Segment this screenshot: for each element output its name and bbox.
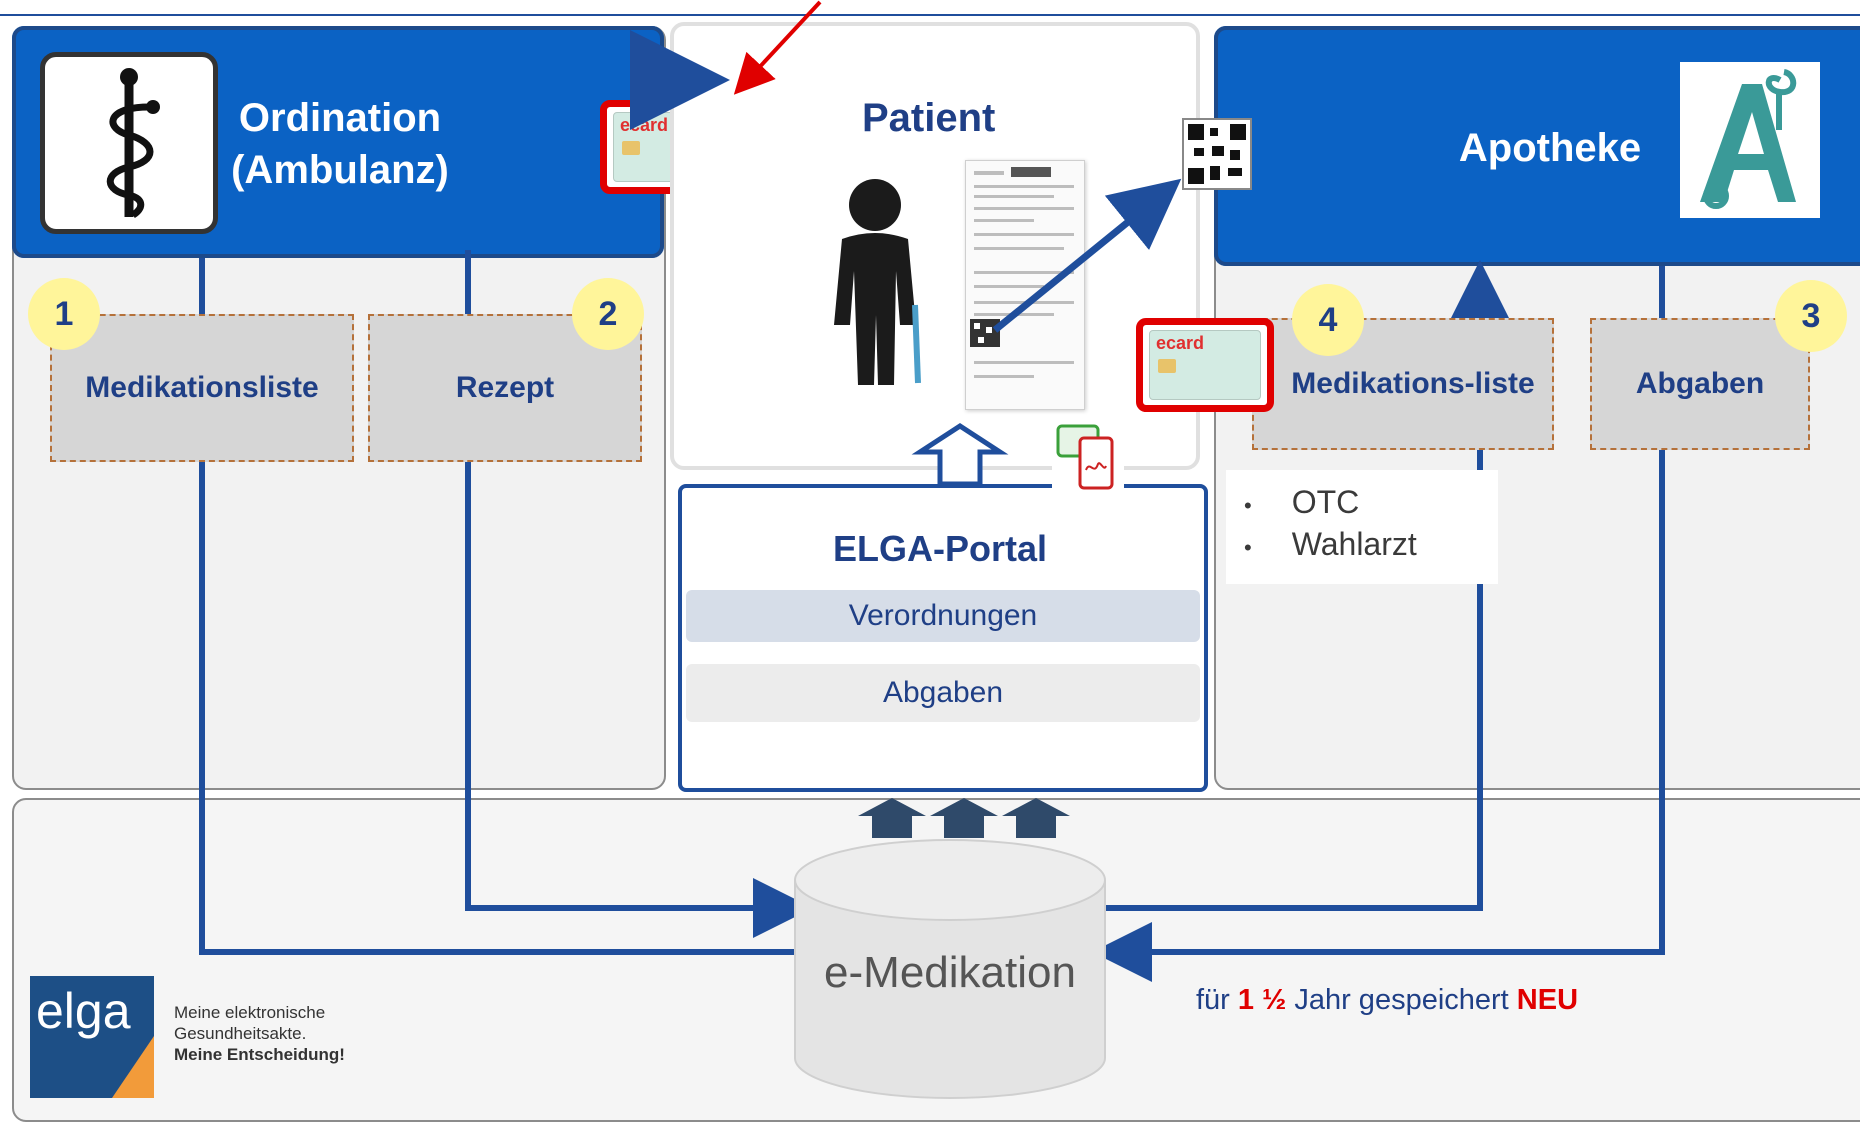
apotheke-title: Apotheke bbox=[1458, 126, 1642, 170]
otc-item-label: OTC bbox=[1291, 484, 1360, 520]
medikationsliste-right-box: Medikations-liste bbox=[1252, 318, 1554, 450]
prescription-to-pharmacy-arrow bbox=[992, 178, 1182, 333]
mobile-signature-icon bbox=[1052, 420, 1124, 496]
ecard-label-apotheke: ecard bbox=[1156, 333, 1205, 353]
medikationsliste-left-label: Medikationsliste bbox=[85, 371, 319, 404]
elga-tagline-line1: Meine elektronische bbox=[174, 1003, 326, 1022]
storage-note-middle: Jahr gespeichert bbox=[1286, 984, 1517, 1016]
elga-portal-title: ELGA-Portal bbox=[832, 528, 1047, 569]
qr-code-icon bbox=[1182, 118, 1252, 190]
rod-of-asclepius-icon bbox=[40, 52, 218, 234]
rezept-label: Rezept bbox=[455, 371, 555, 404]
step-badge-2: 2 bbox=[572, 278, 644, 350]
ecard-apotheke: ecard bbox=[1149, 330, 1261, 400]
portal-to-patient-arrow bbox=[911, 423, 1009, 487]
prescription-document-icon bbox=[965, 160, 1085, 410]
storage-note: für 1 ½ Jahr gespeichert NEU bbox=[1196, 984, 1578, 1017]
red-pointer-arrow bbox=[733, 0, 822, 95]
rezept-line bbox=[465, 458, 813, 938]
medikationsliste-right-label: Medikations-liste bbox=[1291, 367, 1535, 400]
up-arrow-1 bbox=[858, 798, 926, 838]
elderly-person-icon bbox=[820, 175, 930, 385]
e-medikation-label: e-Medikation bbox=[824, 948, 1076, 997]
otc-list-box: •OTC •Wahlarzt bbox=[1226, 470, 1498, 584]
storage-note-new: NEU bbox=[1516, 984, 1579, 1016]
portal-row-abgaben[interactable]: Abgaben bbox=[686, 664, 1200, 722]
pharmacy-A-logo bbox=[1680, 62, 1820, 218]
elga-logo-wordmark: elga bbox=[36, 983, 131, 1039]
elga-tagline-line3: Meine Entscheidung! bbox=[174, 1045, 345, 1064]
step-badge-1: 1 bbox=[28, 278, 100, 350]
storage-note-duration: 1 ½ bbox=[1237, 984, 1287, 1016]
abgaben-right-label: Abgaben bbox=[1635, 367, 1765, 400]
up-arrow-2 bbox=[930, 798, 998, 838]
ordination-title-line2: (Ambulanz) bbox=[231, 148, 449, 192]
ordination-title: Ordination (Ambulanz) bbox=[215, 92, 465, 196]
up-arrow-3 bbox=[1002, 798, 1070, 838]
step-badge-3: 3 bbox=[1775, 280, 1847, 352]
otc-list-item: •OTC bbox=[1244, 484, 1360, 520]
wahlarzt-item-label: Wahlarzt bbox=[1291, 526, 1417, 562]
step-badge-4: 4 bbox=[1292, 284, 1364, 356]
database-cylinder-icon bbox=[794, 839, 1106, 1099]
medikationsliste-left-box: Medikationsliste bbox=[50, 314, 354, 462]
storage-note-prefix: für bbox=[1196, 984, 1238, 1016]
top-rule bbox=[0, 14, 1860, 16]
ecard-chip-icon bbox=[622, 141, 640, 155]
portal-row-abgaben-label: Abgaben bbox=[882, 676, 1004, 709]
medikationsliste-line bbox=[199, 458, 795, 955]
abgaben-line bbox=[1092, 446, 1665, 982]
ecard-apotheke-frame: ecard bbox=[1136, 318, 1274, 412]
abgaben-right-box: Abgaben bbox=[1590, 318, 1810, 450]
elga-tagline-line2: Gesundheitsakte. bbox=[174, 1024, 307, 1043]
elga-tagline: Meine elektronische Gesundheitsakte. Mei… bbox=[174, 1002, 345, 1065]
wahlarzt-list-item: •Wahlarzt bbox=[1244, 526, 1417, 562]
portal-row-verordnungen-label: Verordnungen bbox=[848, 599, 1038, 632]
ordination-title-line1: Ordination bbox=[238, 96, 442, 140]
ecard-chip-icon-apotheke bbox=[1158, 359, 1176, 373]
elga-logo: elga bbox=[30, 976, 158, 1098]
portal-row-verordnungen[interactable]: Verordnungen bbox=[686, 590, 1200, 642]
patient-title: Patient bbox=[862, 96, 996, 140]
